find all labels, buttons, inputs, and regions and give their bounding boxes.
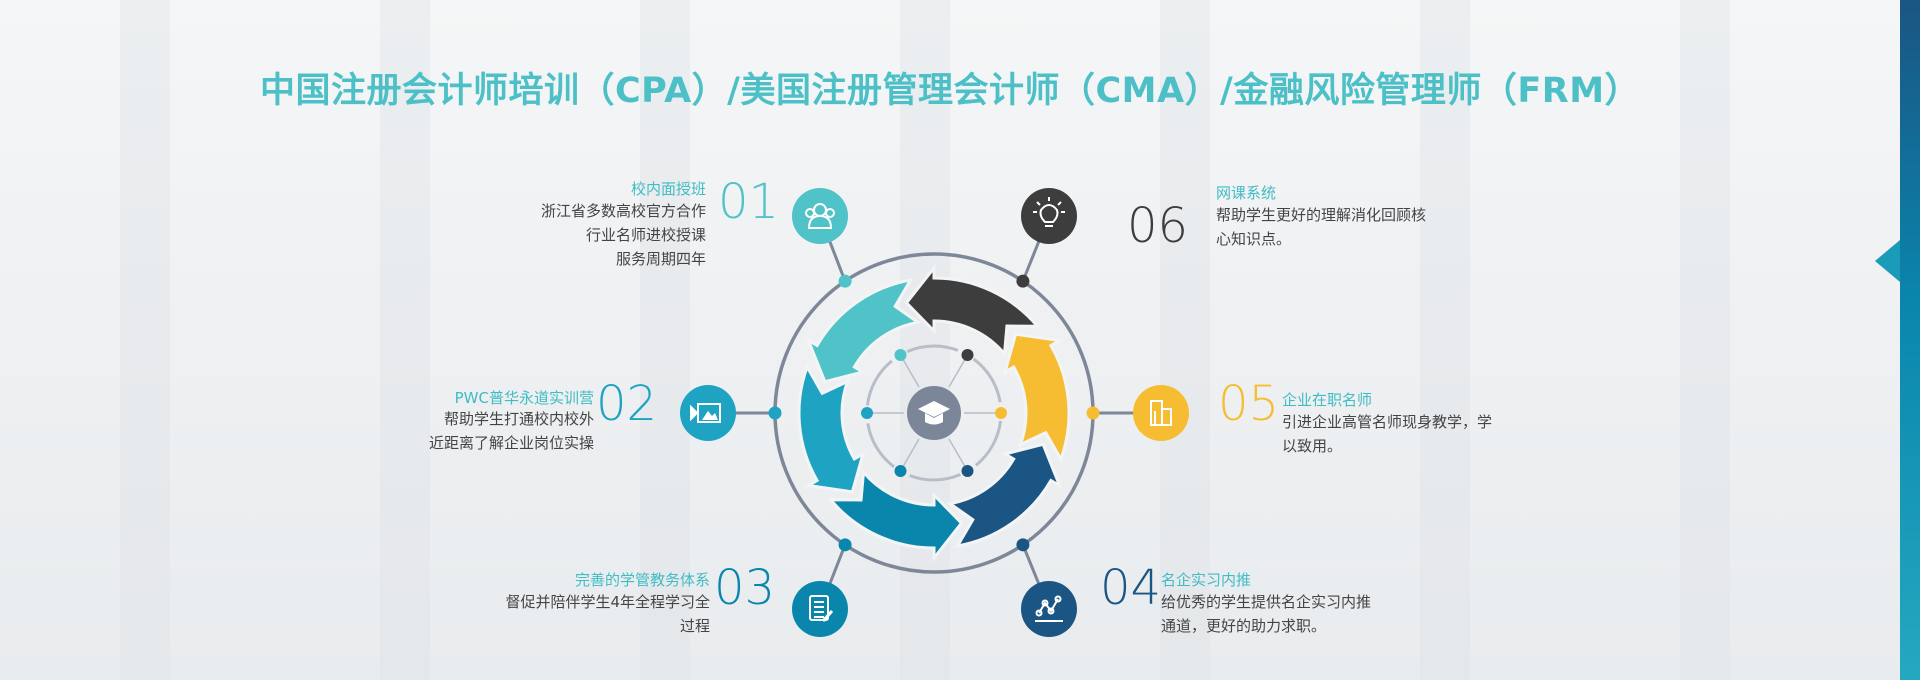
head xyxy=(805,208,815,218)
desc-line: 以致用。 xyxy=(1282,437,1343,455)
cycle-arrow-5 xyxy=(827,468,964,563)
cap-base xyxy=(925,413,943,425)
spoke xyxy=(948,357,967,388)
desc-line: 帮助学生更好的理解消化回顾核 xyxy=(1216,206,1427,224)
inner-dot xyxy=(894,348,907,361)
side-bar-notch[interactable] xyxy=(1875,240,1900,282)
item-05-number: 05 xyxy=(1218,376,1280,432)
item-04-title: 名企实习内推 xyxy=(1161,571,1252,589)
spoke xyxy=(901,438,920,469)
play xyxy=(690,404,699,422)
chart-point xyxy=(1047,607,1055,615)
icon-circle xyxy=(1021,188,1077,244)
desc-line: 服务周期四年 xyxy=(615,250,706,268)
chart-line xyxy=(1038,598,1059,614)
line-chart-icon xyxy=(1035,595,1063,622)
cycle-arrow-4 xyxy=(797,363,866,494)
item-05-title: 企业在职名师 xyxy=(1282,391,1373,409)
ring-dot xyxy=(1016,274,1030,288)
document-edit-icon xyxy=(809,595,834,623)
building-icon xyxy=(1150,400,1172,426)
mountain xyxy=(702,411,718,420)
item-03-number: 03 xyxy=(714,560,776,616)
bulb xyxy=(1039,204,1059,223)
cap-top xyxy=(918,401,950,417)
ray xyxy=(1036,201,1041,206)
item-02-desc: 帮助学生打通校内校外 近距离了解企业岗位实操 xyxy=(429,407,594,455)
head xyxy=(825,208,835,218)
item-02-icon-button[interactable] xyxy=(680,385,736,441)
item-01-icon-button[interactable] xyxy=(792,188,848,244)
cycle-arrow-2 xyxy=(904,263,1041,358)
side-bar xyxy=(1900,0,1920,680)
ring-dot xyxy=(838,274,852,288)
spoke xyxy=(901,357,920,388)
inner-dot xyxy=(961,465,974,478)
lightbulb-icon xyxy=(1033,197,1065,227)
desc-line: 督促并陪伴学生4年全程学习全 xyxy=(505,593,710,611)
item-05-desc: 引进企业高管名师现身教学，学 以致用。 xyxy=(1282,410,1492,458)
pen xyxy=(821,609,834,623)
item-06-title: 网课系统 xyxy=(1216,184,1277,202)
desc-line: 心知识点。 xyxy=(1216,230,1292,248)
ring-dot xyxy=(1016,538,1030,552)
item-06-number: 06 xyxy=(1127,198,1189,254)
item-05-icon-button[interactable] xyxy=(1133,385,1189,441)
item-02-number: 02 xyxy=(596,376,658,432)
users-icon xyxy=(805,203,835,229)
page xyxy=(809,595,829,621)
inner-dot xyxy=(961,348,974,361)
cycle-arrow-3 xyxy=(805,278,922,384)
item-01-number: 01 xyxy=(718,174,780,230)
chart-point xyxy=(1041,599,1049,607)
desc-line: 通道，更好的助力求职。 xyxy=(1161,617,1327,635)
ray xyxy=(1057,201,1062,206)
item-06-icon-button[interactable] xyxy=(1021,188,1077,244)
cycle-arrow-6 xyxy=(946,442,1063,548)
ring-dot xyxy=(768,406,782,420)
video-image-icon xyxy=(690,403,721,423)
chart-point xyxy=(1035,609,1043,617)
chart-point xyxy=(1054,595,1062,603)
desc-line: 给优秀的学生提供名企实习内推 xyxy=(1161,593,1372,611)
item-03-title: 完善的学管教务体系 xyxy=(574,571,710,589)
inner-ring xyxy=(865,344,1003,482)
inner-dot xyxy=(861,407,873,419)
item-04-icon-button[interactable] xyxy=(1021,581,1077,637)
desc-line: 浙江省多数高校官方合作 xyxy=(540,202,706,220)
ring-dot xyxy=(1086,406,1100,420)
icon-circle xyxy=(792,581,848,637)
item-02-title: PWC普华永道实训营 xyxy=(454,389,594,407)
building xyxy=(1161,408,1172,426)
item-04-number: 04 xyxy=(1100,560,1162,616)
cycle-arrow-1 xyxy=(1002,332,1071,463)
desc-line: 行业名师进校授课 xyxy=(585,226,706,244)
desc-line: 帮助学生打通校内校外 xyxy=(443,410,594,428)
inner-dot xyxy=(894,465,907,478)
ring-dot xyxy=(838,538,852,552)
spoke xyxy=(948,438,967,469)
body xyxy=(807,214,833,229)
item-06-desc: 帮助学生更好的理解消化回顾核 心知识点。 xyxy=(1216,203,1426,251)
graduation-cap-icon xyxy=(918,401,950,425)
item-01-title: 校内面授班 xyxy=(630,180,706,198)
desc-line: 引进企业高管名师现身教学，学 xyxy=(1282,413,1493,431)
item-03-icon-button[interactable] xyxy=(792,581,848,637)
item-01-desc: 浙江省多数高校官方合作 行业名师进校授课 服务周期四年 xyxy=(541,199,706,271)
item-03-desc: 督促并陪伴学生4年全程学习全 过程 xyxy=(505,590,710,638)
inner-dot xyxy=(995,407,1007,419)
desc-line: 过程 xyxy=(679,617,710,635)
desc-line: 近距离了解企业岗位实操 xyxy=(428,434,594,452)
page-title: 中国注册会计师培训（CPA）/美国注册管理会计师（CMA）/金融风险管理师（FR… xyxy=(259,71,1641,111)
item-04-desc: 给优秀的学生提供名企实习内推 通道，更好的助力求职。 xyxy=(1161,590,1371,638)
